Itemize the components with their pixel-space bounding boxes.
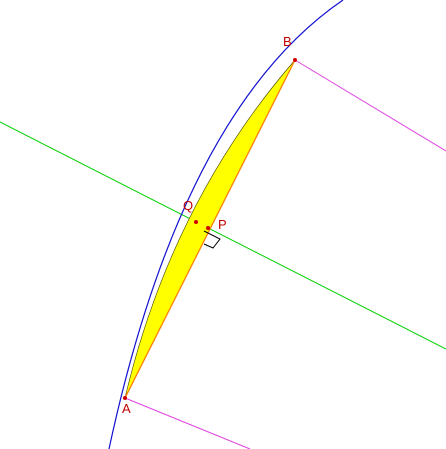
magenta-line-from-a — [124, 397, 251, 449]
right-angle-marker — [203, 230, 221, 249]
point-p — [206, 226, 210, 230]
label-p: P — [218, 217, 227, 232]
chord-ab — [124, 59, 296, 399]
point-q — [194, 220, 198, 224]
point-b — [293, 58, 297, 62]
point-a — [123, 396, 127, 400]
label-a: A — [122, 401, 131, 416]
label-b: B — [283, 34, 292, 49]
label-q: Q — [183, 198, 193, 213]
circle-arc — [108, 0, 344, 449]
magenta-line-from-b — [294, 59, 446, 152]
green-perpendicular-line — [0, 121, 446, 350]
